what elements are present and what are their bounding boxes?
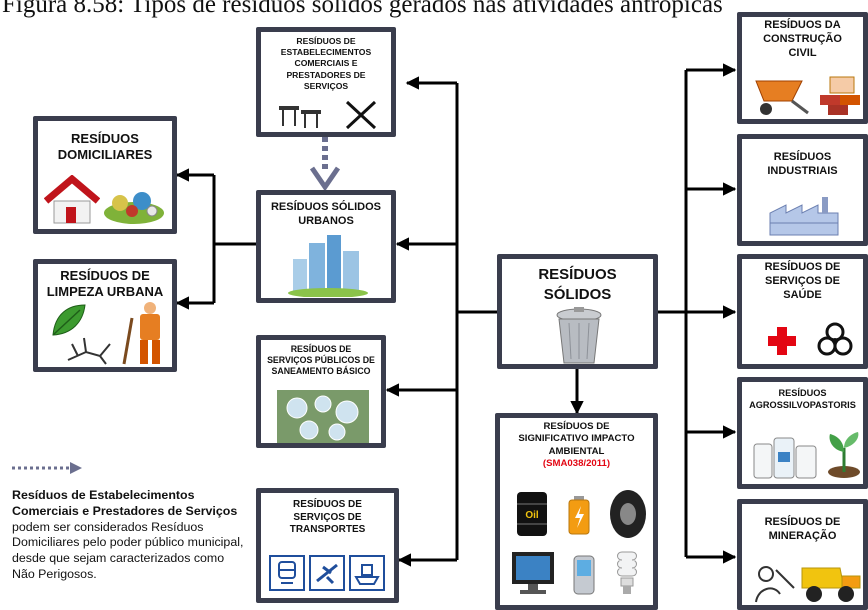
computer-monitor-icon bbox=[512, 552, 554, 594]
restaurant-tables-icon bbox=[279, 106, 321, 128]
label-mineracao: RESÍDUOS DE MINERAÇÃO bbox=[764, 516, 841, 542]
biohazard-icon bbox=[817, 322, 853, 356]
legend-rest: podem ser considerados Resíduos Domicili… bbox=[12, 519, 244, 581]
mining-truck-icon bbox=[801, 567, 861, 602]
legend-dotted-arrow bbox=[12, 462, 82, 474]
miner-icon bbox=[755, 566, 795, 603]
box-residuos-saneamento: RESÍDUOS DE SERVIÇOS PÚBLICOS DE SANEAME… bbox=[256, 335, 386, 448]
city-buildings-icon bbox=[288, 235, 368, 297]
label-central: RESÍDUOS SÓLIDOS bbox=[538, 266, 617, 304]
box-residuos-solidos: RESÍDUOS SÓLIDOS bbox=[497, 254, 658, 369]
label-domiciliares: RESÍDUOS DOMICILIARES bbox=[57, 131, 153, 163]
street-sweeper-icon bbox=[122, 302, 160, 365]
box-residuos-solidos-urbanos: RESÍDUOS SÓLIDOS URBANOS bbox=[256, 190, 396, 303]
label-transportes: RESÍDUOS DE SERVIÇOS DE TRANSPORTES bbox=[289, 499, 366, 535]
box-residuos-servicos-saude: RESÍDUOS DE SERVIÇOS DE SAÚDE bbox=[737, 254, 868, 369]
label-limpeza: RESÍDUOS DE LIMPEZA URBANA bbox=[46, 268, 164, 300]
oil-label: Oil bbox=[525, 510, 539, 521]
label-impacto-ref: (SMA038/2011) bbox=[542, 458, 611, 470]
twigs-icon bbox=[67, 337, 111, 365]
label-comerciais: RESÍDUOS DE ESTABELECIMENTOS COMERCIAIS … bbox=[280, 36, 372, 91]
treatment-plant-icon bbox=[277, 390, 369, 443]
red-cross-icon bbox=[768, 327, 796, 355]
label-industriais: RESÍDUOS INDUSTRIAIS bbox=[767, 151, 838, 177]
leaf-icon bbox=[52, 304, 86, 336]
box-residuos-industriais: RESÍDUOS INDUSTRIAIS bbox=[737, 134, 868, 246]
factory-icon bbox=[769, 197, 839, 236]
agrochemical-bottles-icon bbox=[753, 437, 817, 479]
label-saneamento: RESÍDUOS DE SERVIÇOS PÚBLICOS DE SANEAME… bbox=[267, 344, 375, 376]
trash-can-icon bbox=[556, 307, 602, 364]
label-impacto: RESÍDUOS DE SIGNIFICATIVO IMPACTO AMBIEN… bbox=[518, 421, 635, 457]
wheelbarrow-icon bbox=[755, 80, 809, 115]
box-residuos-transportes: RESÍDUOS DE SERVIÇOS DE TRANSPORTES bbox=[256, 488, 399, 603]
box-residuos-limpeza-urbana: RESÍDUOS DE LIMPEZA URBANA bbox=[33, 259, 177, 372]
box-residuos-domiciliares: RESÍDUOS DOMICILIARES bbox=[33, 116, 177, 234]
lightbulb-icon bbox=[617, 551, 637, 594]
box-residuos-impacto-ambiental: RESÍDUOS DE SIGNIFICATIVO IMPACTO AMBIEN… bbox=[495, 413, 658, 610]
garbage-pile-icon bbox=[104, 192, 164, 224]
battery-icon bbox=[568, 496, 590, 535]
seedling-icon bbox=[828, 432, 860, 478]
label-saude: RESÍDUOS DE SERVIÇOS DE SAÚDE bbox=[764, 261, 841, 301]
house-icon bbox=[44, 175, 100, 224]
figure-caption: Figura 8.58: Tipos de resíduos sólidos g… bbox=[2, 0, 723, 18]
dotted-arrow-comerciais-urbanos bbox=[309, 137, 341, 192]
label-construcao: RESÍDUOS DA CONSTRUÇÃO CIVIL bbox=[763, 19, 842, 59]
connector-lines bbox=[175, 63, 737, 567]
oil-barrel-icon: Oil bbox=[517, 492, 547, 536]
ship-icon bbox=[349, 555, 385, 591]
cellphone-icon bbox=[573, 555, 595, 595]
fork-knife-icon bbox=[345, 100, 377, 130]
box-residuos-comerciais: RESÍDUOS DE ESTABELECIMENTOS COMERCIAIS … bbox=[256, 27, 396, 137]
box-residuos-mineracao: RESÍDUOS DE MINERAÇÃO bbox=[737, 499, 868, 610]
airplane-icon bbox=[309, 555, 345, 591]
bricks-icon bbox=[820, 76, 860, 115]
tire-icon bbox=[610, 490, 646, 538]
legend-bold: Resíduos de Estabelecimentos Comerciais … bbox=[12, 488, 238, 518]
label-urbanos: RESÍDUOS SÓLIDOS URBANOS bbox=[270, 201, 382, 227]
label-agro: RESÍDUOS AGROSSILVOPASTORIS bbox=[749, 388, 856, 410]
train-icon bbox=[269, 555, 305, 591]
box-residuos-agrossilvopastoris: RESÍDUOS AGROSSILVOPASTORIS bbox=[737, 377, 868, 489]
box-residuos-construcao-civil: RESÍDUOS DA CONSTRUÇÃO CIVIL bbox=[737, 12, 868, 124]
legend-note: Resíduos de Estabelecimentos Comerciais … bbox=[12, 488, 244, 583]
